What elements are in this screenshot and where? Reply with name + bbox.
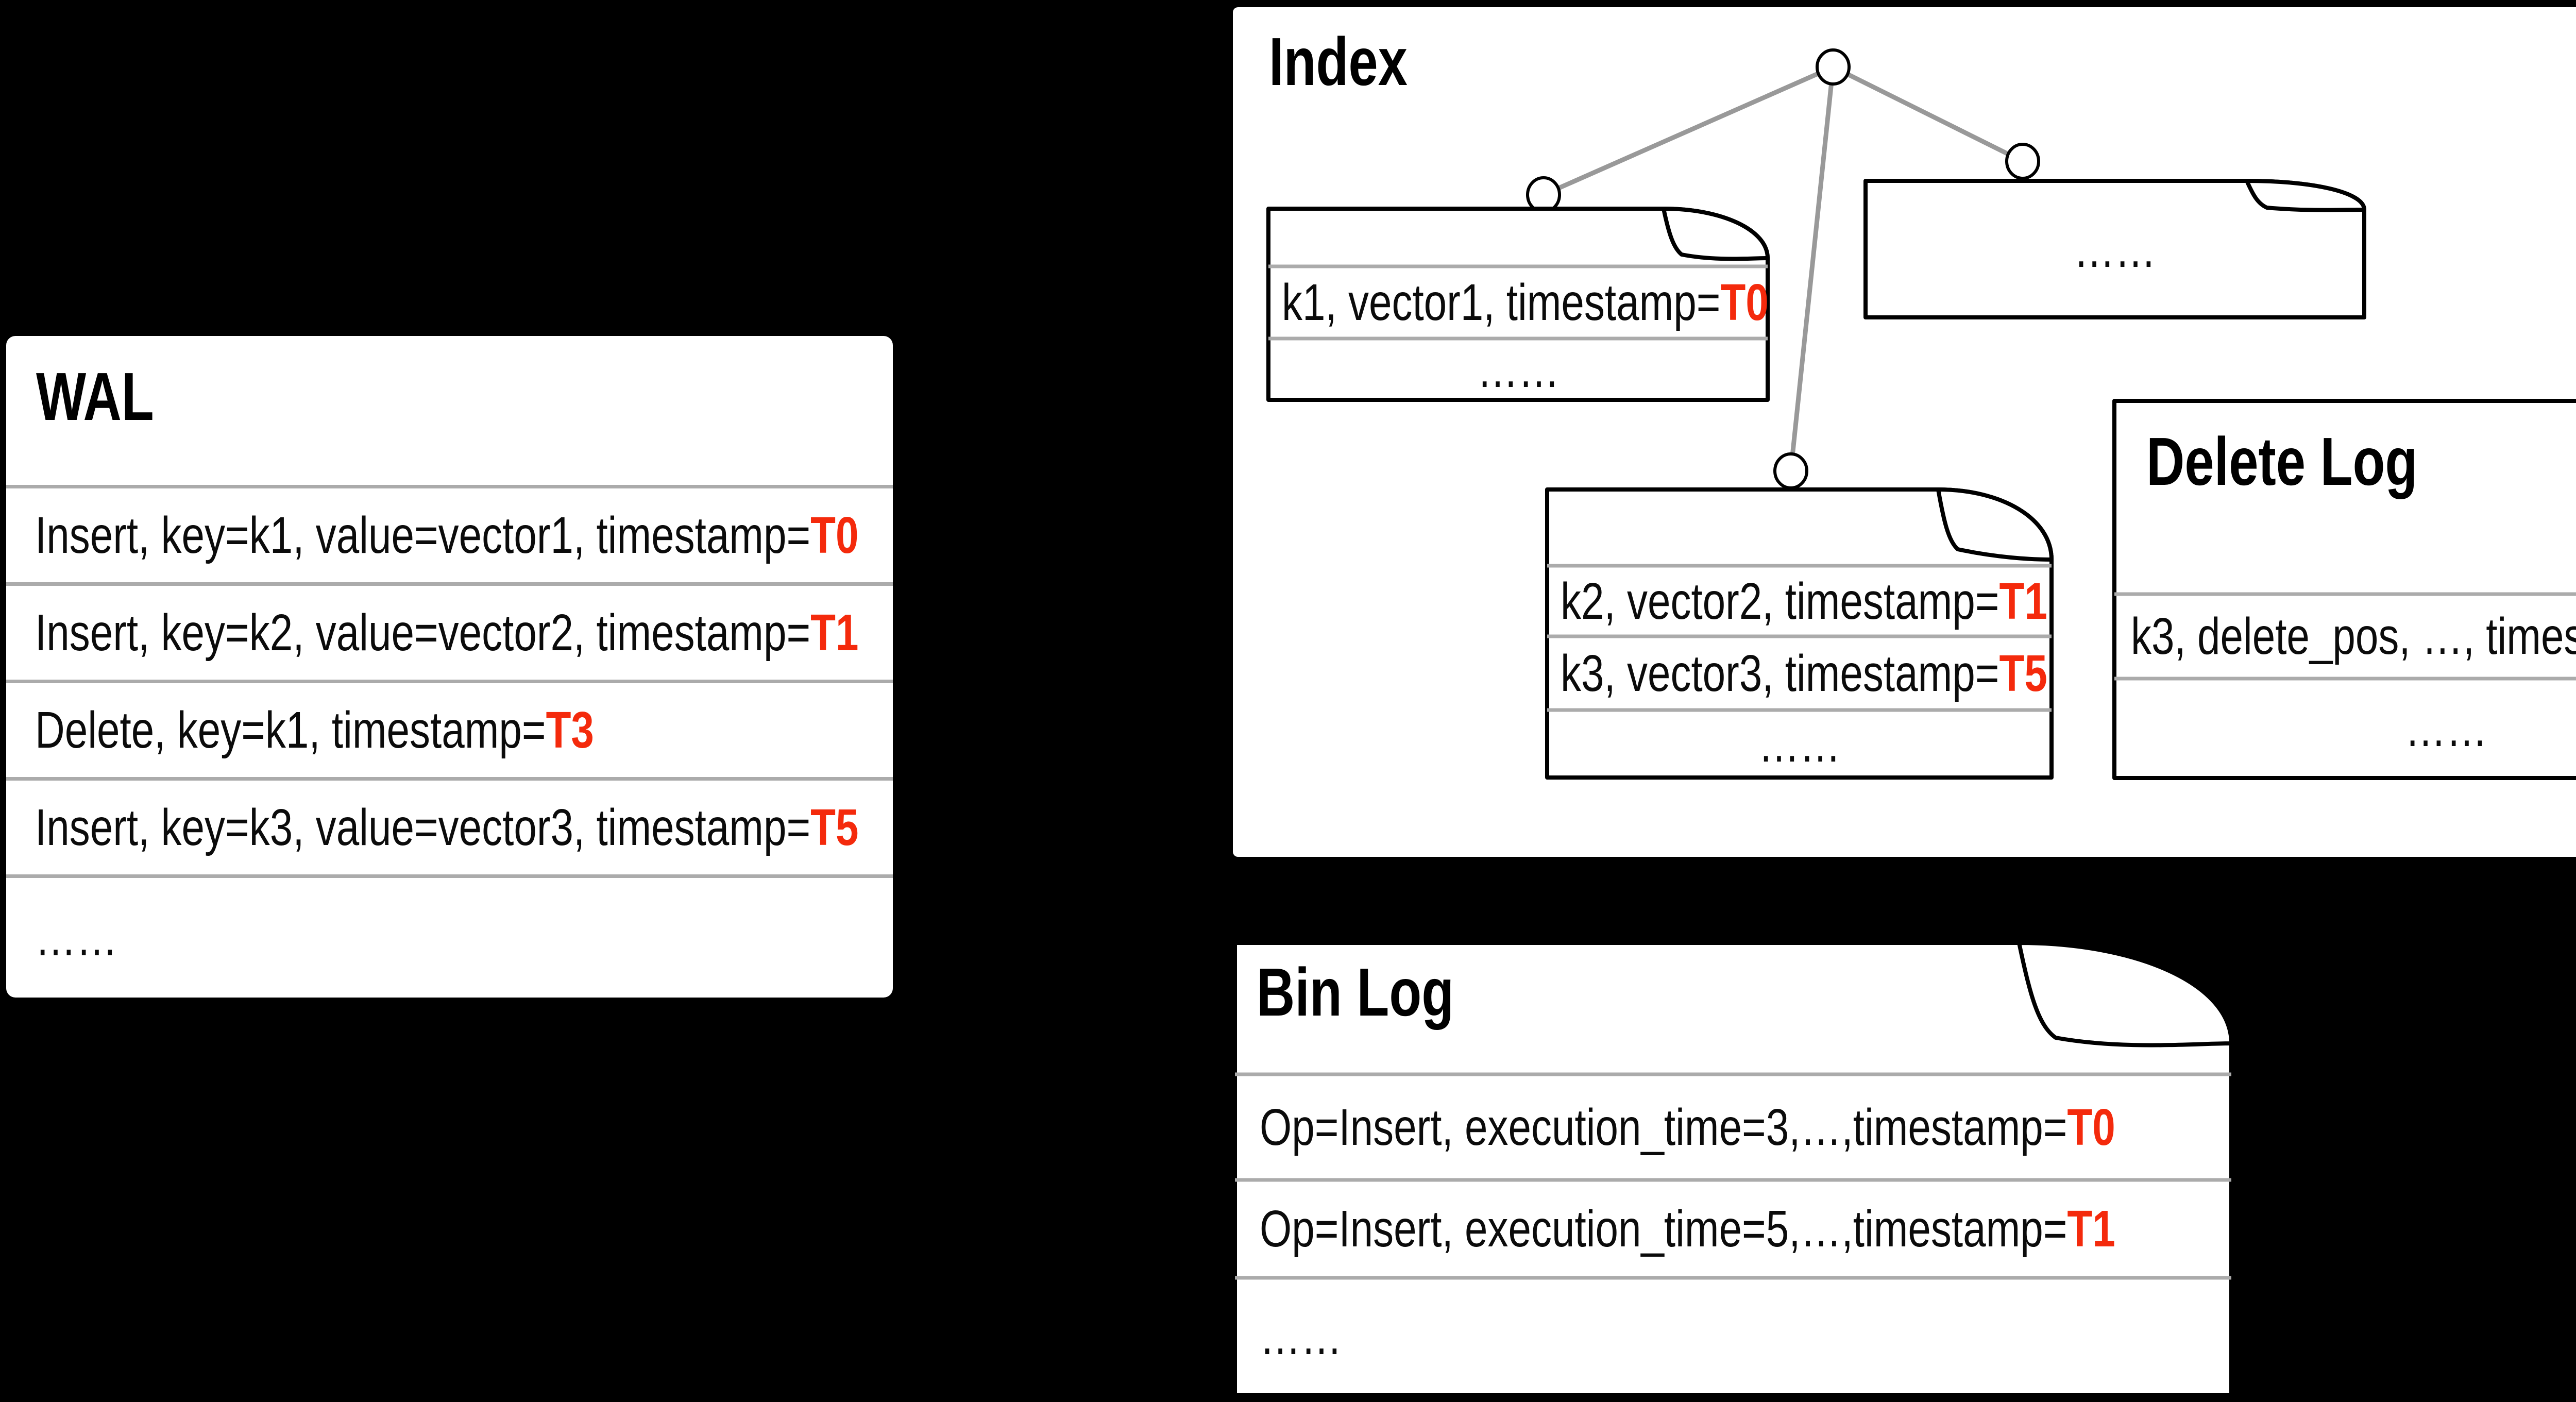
delete-log-title: Delete Log <box>2146 424 2418 499</box>
bin-log-row-text: Op=Insert, execution_time=3,…,timestamp= <box>1260 1098 2067 1156</box>
tree-edge <box>1788 66 1836 471</box>
tree-edge <box>1832 64 2024 164</box>
bin-log-row-ellipsis: …… <box>1260 1308 1342 1365</box>
index-panel: Index k1, vector1, timestamp=T0 …… <box>1233 7 2576 857</box>
index-title: Index <box>1269 24 1408 99</box>
segment-row-k2: k2, vector2, timestamp=T1 <box>1545 566 2054 636</box>
wal-row-delete-k1: Delete, key=k1, timestamp=T3 <box>6 680 893 777</box>
delete-log-row-k3: k3, delete_pos, …, timestamp=T3 <box>2115 594 2576 679</box>
segment-row-timestamp: T0 <box>1720 274 1769 331</box>
wal-row-insert-k1: Insert, key=k1, value=vector1, timestamp… <box>6 485 893 582</box>
bin-log-row-2: Op=Insert, execution_time=5,…,timestamp=… <box>1244 1180 2231 1278</box>
wal-row-timestamp: T0 <box>810 506 859 564</box>
folded-corner <box>1936 487 2054 562</box>
wal-row-timestamp: T3 <box>546 701 594 759</box>
wal-table: WAL Insert, key=k1, value=vector1, times… <box>6 336 893 998</box>
bin-log-row-timestamp: T1 <box>2067 1200 2115 1258</box>
wal-row-text: Insert, key=k1, value=vector1, timestamp… <box>35 506 811 564</box>
page-shape <box>1233 941 2233 1397</box>
index-segment-doc-3: …… <box>1863 179 2366 319</box>
page-shape <box>1266 207 1770 402</box>
segment-row-text: k1, vector1, timestamp= <box>1282 274 1721 331</box>
wal-row-insert-k2: Insert, key=k2, value=vector2, timestamp… <box>6 582 893 680</box>
tree-node-mid <box>1773 452 1808 489</box>
segment-row-k1: k1, vector1, timestamp=T0 <box>1266 266 1770 339</box>
segment-row-text: k2, vector2, timestamp= <box>1561 572 1999 630</box>
segment-row-ellipsis: …… <box>1477 340 1560 398</box>
wal-row-insert-k3: Insert, key=k3, value=vector3, timestamp… <box>6 777 893 874</box>
bin-log-row-1: Op=Insert, execution_time=3,…,timestamp=… <box>1244 1074 2231 1180</box>
page-shape <box>2112 399 2576 780</box>
delete-log-row-ellipsis: …… <box>2404 699 2487 757</box>
index-tree <box>1526 48 2040 489</box>
tree-node-root <box>1816 48 1851 86</box>
bin-log-row-timestamp: T0 <box>2067 1098 2115 1156</box>
bin-log-doc: Bin Log Op=Insert, execution_time=3,…,ti… <box>1233 941 2233 1397</box>
bin-log-row-text: Op=Insert, execution_time=5,…,timestamp= <box>1260 1200 2067 1258</box>
index-segment-doc-2: k2, vector2, timestamp=T1 k3, vector3, t… <box>1545 487 2054 780</box>
segment-row-timestamp: T1 <box>1999 572 2047 630</box>
page-shape <box>1863 179 2366 319</box>
segment-row-ellipsis: …… <box>2074 220 2156 278</box>
bin-log-title: Bin Log <box>1257 954 1454 1030</box>
wal-row-timestamp: T1 <box>810 604 859 662</box>
tree-edge <box>1543 64 1834 197</box>
wal-row-ellipsis: …… <box>6 874 893 998</box>
folded-corner <box>2245 179 2366 212</box>
segment-row-ellipsis: …… <box>1758 715 1841 773</box>
folded-corner <box>1662 207 1770 261</box>
segment-row-k3: k3, vector3, timestamp=T5 <box>1545 636 2054 710</box>
delete-log-row-text: k3, delete_pos, …, timestamp= <box>2131 607 2576 665</box>
segment-row-timestamp: T5 <box>1999 644 2047 702</box>
page-shape <box>1545 487 2054 780</box>
wal-row-text: Delete, key=k1, timestamp= <box>35 701 546 759</box>
wal-row-text: Insert, key=k2, value=vector2, timestamp… <box>35 604 811 662</box>
wal-title: WAL <box>36 359 154 434</box>
wal-row-text: Insert, key=k3, value=vector3, timestamp… <box>35 799 811 856</box>
folded-corner <box>2017 941 2233 1048</box>
segment-row-text: k3, vector3, timestamp= <box>1561 644 1999 702</box>
wal-title-band: WAL <box>6 336 893 485</box>
tree-node-right <box>2005 143 2040 180</box>
index-segment-doc-1: k1, vector1, timestamp=T0 …… <box>1266 207 1770 402</box>
page-outline <box>2112 399 2576 780</box>
wal-row-timestamp: T5 <box>810 799 859 856</box>
delete-log-doc: Delete Log k3, delete_pos, …, timestamp=… <box>2112 399 2576 780</box>
